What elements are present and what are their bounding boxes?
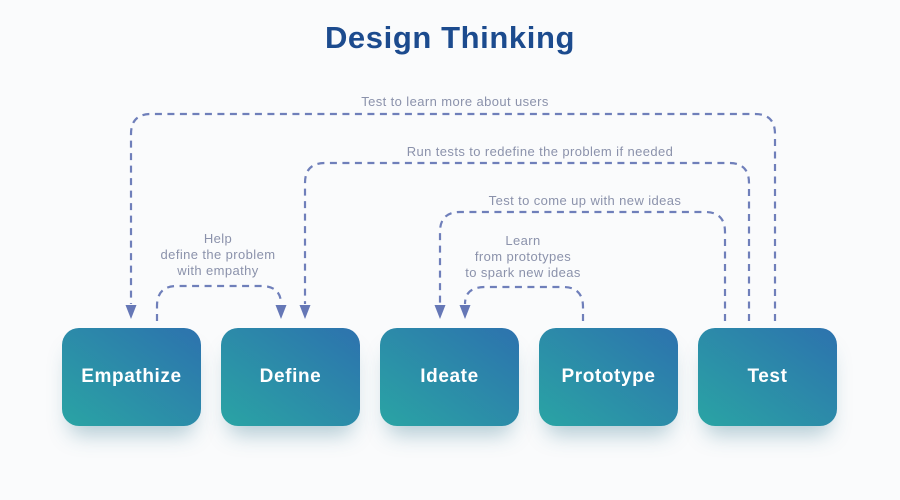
stage-test: Test — [698, 328, 837, 426]
stage-prototype: Prototype — [539, 328, 678, 426]
connector-label-test-to-define: Run tests to redefine the problem if nee… — [406, 144, 674, 159]
stage-define: Define — [221, 328, 360, 426]
arrowhead-into-define-right-icon — [299, 305, 311, 319]
stage-test-label: Test — [747, 366, 788, 387]
arrowhead-into-ideate-left-icon — [434, 305, 446, 319]
stage-prototype-label: Prototype — [561, 366, 656, 387]
stage-ideate-label: Ideate — [420, 366, 479, 387]
arrowhead-into-empathize-icon — [125, 305, 137, 319]
connector-label-empathize-to-define: Help define the problem with empathy — [160, 231, 276, 278]
connector-label-test-to-empathize: Test to learn more about users — [361, 94, 549, 109]
connector-label-prototype-to-ideate: Learn from prototypes to spark new ideas — [465, 233, 581, 280]
stage-empathize: Empathize — [62, 328, 201, 426]
page-title: Design Thinking — [324, 20, 576, 55]
stage-ideate: Ideate — [380, 328, 519, 426]
connector-label-test-to-ideate: Test to come up with new ideas — [488, 193, 682, 208]
connector-prototype-to-ideate-path — [463, 285, 585, 321]
connector-empathize-to-define-path — [155, 284, 283, 321]
connector-test-to-ideate-path — [438, 210, 727, 321]
arrowhead-into-define-left-icon — [275, 305, 287, 319]
stage-define-label: Define — [259, 366, 322, 387]
stage-empathize-label: Empathize — [81, 366, 182, 387]
arrowhead-into-ideate-right-icon — [459, 305, 471, 319]
